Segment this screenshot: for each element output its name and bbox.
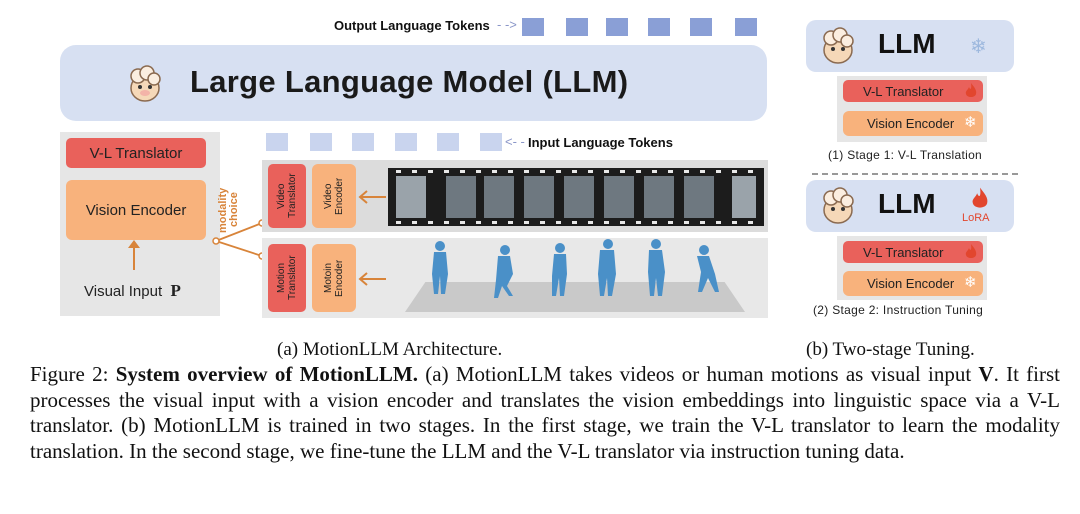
output-tokens-label: Output Language Tokens (334, 18, 490, 33)
input-tokens-label: Input Language Tokens (528, 135, 673, 150)
snowflake-icon: ❄ (964, 114, 977, 131)
visual-input-label: Visual Input P (84, 281, 181, 301)
motion-floor (405, 282, 745, 312)
motion-encoder-box: Motoin Encoder (312, 244, 356, 312)
figure-label: Figure 2: (30, 362, 109, 386)
alpaca-icon (823, 27, 854, 64)
lora-label: LoRA (962, 212, 990, 224)
output-token (606, 18, 628, 36)
input-token (480, 133, 502, 151)
subcaption-a: (a) MotionLLM Architecture. (277, 339, 503, 360)
figure-caption: Figure 2: System overview of MotionLLM. … (30, 362, 1060, 464)
figure-bold-title: System overview of MotionLLM. (115, 362, 418, 386)
output-token (522, 18, 544, 36)
input-token (310, 133, 332, 151)
input-token (266, 133, 288, 151)
stage2-vision-encoder-label: Vision Encoder (867, 276, 955, 291)
alpaca-icon (130, 65, 161, 102)
film-strip-icon (388, 168, 764, 226)
stage2-llm-label: LLM (878, 188, 936, 219)
flame-icon (965, 244, 977, 258)
stage2-vl-translator-label: V-L Translator (863, 244, 944, 260)
output-token (690, 18, 712, 36)
output-token (648, 18, 670, 36)
stage2-caption: (2) Stage 2: Instruction Tuning (813, 303, 984, 317)
vision-encoder-box: Vision Encoder (66, 180, 206, 240)
video-translator-box: Video Translator (268, 164, 306, 228)
input-token (395, 133, 417, 151)
visual-input-symbol: P (170, 281, 181, 300)
input-arrow-icon: <- - (505, 134, 525, 149)
up-arrow-line (133, 244, 135, 270)
human-motion-icon (432, 239, 719, 298)
motion-translator-box: Motion Translator (268, 244, 306, 312)
stage1-llm-label: LLM (878, 28, 936, 59)
stage1-vl-translator-label: V-L Translator (863, 83, 944, 99)
stage1-vl-translator-box: V-L Translator (843, 80, 983, 102)
input-token (352, 133, 374, 151)
left-arrow-icon (358, 190, 386, 204)
flame-icon (965, 83, 977, 97)
figure-symbol: V (978, 362, 994, 386)
left-arrow-icon (358, 272, 386, 286)
stage2-vl-translator-box: V-L Translator (843, 241, 983, 263)
figure-text-2: . It first processes the visual input wi… (30, 362, 1061, 463)
subcaption-b: (b) Two-stage Tuning. (806, 339, 975, 360)
video-encoder-box: Video Encoder (312, 164, 356, 228)
stage2-vision-encoder-box: Vision Encoder (843, 271, 983, 296)
snowflake-icon: ❄ (970, 36, 987, 58)
stage1-vision-encoder-label: Vision Encoder (867, 116, 955, 131)
flame-icon (972, 187, 988, 208)
visual-input-text: Visual Input (84, 283, 163, 300)
vl-translator-box: V-L Translator (66, 138, 206, 168)
output-token (566, 18, 588, 36)
snowflake-icon: ❄ (964, 274, 977, 291)
stage-divider (812, 173, 1018, 175)
alpaca-icon (823, 187, 854, 224)
modality-switch-lines (212, 219, 266, 260)
output-token (735, 18, 757, 36)
llm-bar (60, 45, 767, 121)
input-token (437, 133, 459, 151)
figure-text-1: (a) MotionLLM takes videos or human moti… (425, 362, 972, 386)
output-arrow-icon: - -> (497, 17, 517, 32)
stage1-caption: (1) Stage 1: V-L Translation (828, 148, 983, 162)
llm-title: Large Language Model (LLM) (190, 64, 629, 99)
stage1-vision-encoder-box: Vision Encoder (843, 111, 983, 136)
